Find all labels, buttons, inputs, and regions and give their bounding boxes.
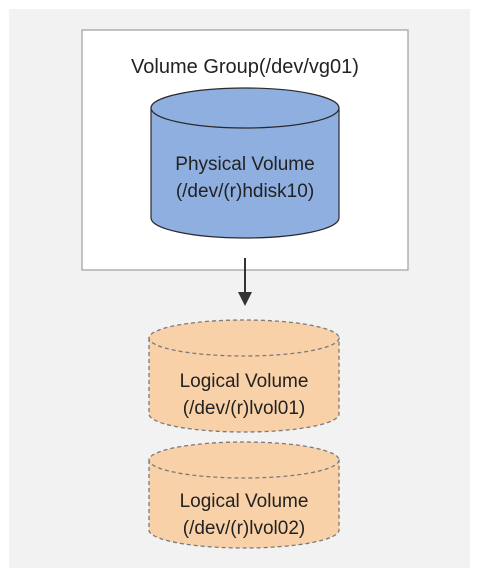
physical-volume-top (150, 87, 340, 129)
logical-volume-cylinder-1: Logical Volume (/dev/(r)lvol01) (148, 319, 340, 433)
logical-volume-top (148, 441, 340, 479)
logical-volume-cylinder-2: Logical Volume (/dev/(r)lvol02) (148, 441, 340, 549)
physical-volume-body (150, 107, 340, 239)
logical-volume-name: Logical Volume (180, 491, 309, 512)
logical-volume-body (148, 337, 340, 433)
physical-volume-path: (/dev/(r)hdisk10) (176, 181, 314, 202)
down-arrow-icon (238, 258, 252, 306)
physical-volume-name: Physical Volume (175, 154, 314, 175)
logical-volume-name: Logical Volume (180, 371, 309, 392)
volume-group-label: Volume Group(/dev/vg01) (131, 56, 359, 78)
logical-volume-path: (/dev/(r)lvol01) (183, 398, 305, 419)
logical-volume-path: (/dev/(r)lvol02) (183, 518, 305, 539)
logical-volume-body (148, 459, 340, 549)
logical-volume-top (148, 319, 340, 357)
physical-volume-cylinder: Physical Volume (/dev/(r)hdisk10) (150, 87, 340, 239)
